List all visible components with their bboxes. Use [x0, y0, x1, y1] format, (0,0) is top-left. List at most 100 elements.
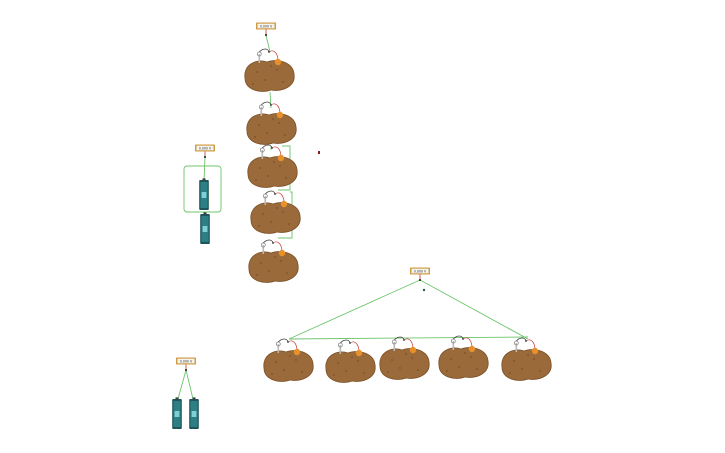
meter-display	[177, 358, 195, 364]
potato-body	[325, 351, 376, 383]
potato-eye	[282, 81, 284, 83]
meter-reading: 0.000 V	[180, 359, 193, 363]
battery-label	[201, 192, 207, 198]
terminal-node	[349, 342, 351, 344]
zinc-electrode	[262, 245, 265, 254]
potato-icon[interactable]	[379, 336, 430, 380]
battery-label	[174, 411, 180, 417]
copper-electrode	[355, 349, 363, 357]
meter-probe-tip	[203, 155, 207, 159]
wire-branch-left[interactable]	[288, 279, 421, 340]
potato-icon[interactable]	[244, 48, 295, 92]
potato-eye	[272, 118, 274, 120]
lead-wire	[259, 48, 270, 53]
copper-electrode	[277, 154, 285, 162]
potato-eye	[268, 270, 270, 272]
copper-electrode	[278, 249, 286, 257]
copper-electrode	[409, 346, 417, 354]
lead-wire	[453, 335, 464, 340]
potato-eye	[279, 165, 281, 167]
wire-branch-right[interactable]	[419, 279, 529, 340]
lead-wire	[462, 337, 473, 347]
voltmeter-icon[interactable]: 0.000 V	[410, 267, 430, 282]
potato-icon[interactable]	[501, 337, 552, 381]
lead-wire	[262, 144, 273, 149]
wire-bus[interactable]	[288, 336, 529, 340]
potato-eye	[289, 355, 291, 357]
potato-eye	[345, 370, 347, 372]
battery-icon[interactable]	[189, 397, 199, 429]
terminal-node	[462, 338, 464, 340]
potato-eye	[283, 369, 285, 371]
zinc-electrode	[277, 344, 280, 353]
meter-display	[196, 145, 214, 151]
potato-eye	[282, 211, 284, 213]
potato-eye	[533, 358, 535, 360]
zinc-electrode	[260, 107, 263, 116]
terminal-node	[270, 104, 272, 106]
electrode-icon	[256, 51, 262, 57]
marker-dot-icon	[318, 151, 320, 154]
battery-terminal	[203, 212, 207, 215]
potato-eye	[337, 362, 339, 364]
potato-icon[interactable]	[438, 335, 489, 379]
wire-meter-to-battery-right[interactable]	[185, 369, 194, 400]
terminal-node	[525, 340, 527, 342]
potato-eye	[363, 372, 365, 374]
potato-icon[interactable]	[248, 239, 299, 283]
lead-wire	[349, 341, 360, 351]
potato-icon[interactable]	[263, 338, 314, 382]
wire-meter-to-battery-left[interactable]	[177, 369, 187, 400]
potato-eye	[446, 370, 448, 372]
potato-body	[248, 251, 299, 283]
potato-eye	[286, 272, 288, 274]
electrode-icon	[337, 342, 343, 348]
zinc-electrode	[393, 342, 396, 351]
battery-icon[interactable]	[200, 212, 210, 244]
lead-wire	[340, 339, 351, 344]
potato-eye	[275, 361, 277, 363]
potato-eye	[252, 83, 254, 85]
potato-eye	[285, 177, 287, 179]
potato-icon[interactable]	[247, 144, 298, 188]
wire-loop[interactable]	[183, 165, 222, 213]
battery-label	[191, 411, 197, 417]
meter-probe-tip	[264, 33, 268, 37]
potato-eye	[270, 65, 272, 67]
zinc-electrode	[261, 150, 264, 159]
lead-wire	[287, 340, 298, 350]
wire-meter-to-battery[interactable]	[203, 156, 206, 182]
lead-wire	[525, 339, 536, 349]
terminal-node	[271, 147, 273, 149]
potato-eye	[333, 374, 335, 376]
lead-wire	[263, 239, 274, 244]
potato-eye	[258, 225, 260, 227]
potato-eye	[539, 370, 541, 372]
lead-wire	[274, 192, 285, 202]
potato-eye	[284, 134, 286, 136]
electrode-icon	[259, 147, 265, 153]
zinc-electrode	[339, 345, 342, 354]
terminal-node	[287, 341, 289, 343]
potato-eye	[417, 369, 419, 371]
potato-eye	[260, 262, 262, 264]
potato-eye	[256, 71, 258, 73]
potato-icon[interactable]	[250, 190, 301, 234]
potato-eye	[351, 356, 353, 358]
copper-electrode	[274, 58, 282, 66]
battery-icon[interactable]	[172, 397, 182, 429]
battery-icon[interactable]	[199, 178, 209, 210]
potato-icon[interactable]	[325, 339, 376, 383]
voltmeter-icon[interactable]: 0.000 V	[176, 357, 196, 372]
electrode-icon	[262, 193, 268, 199]
voltmeter-icon[interactable]: 0.000 V	[195, 144, 215, 159]
lead-wire	[268, 50, 279, 60]
potato-eye	[411, 357, 413, 359]
potato-body	[263, 350, 314, 382]
battery-terminal	[202, 178, 206, 181]
potato-eye	[527, 354, 529, 356]
wire-meter-to-potato-1[interactable]	[265, 34, 271, 53]
voltmeter-icon[interactable]: 0.000 V	[256, 22, 276, 37]
potato-icon[interactable]	[246, 101, 297, 145]
